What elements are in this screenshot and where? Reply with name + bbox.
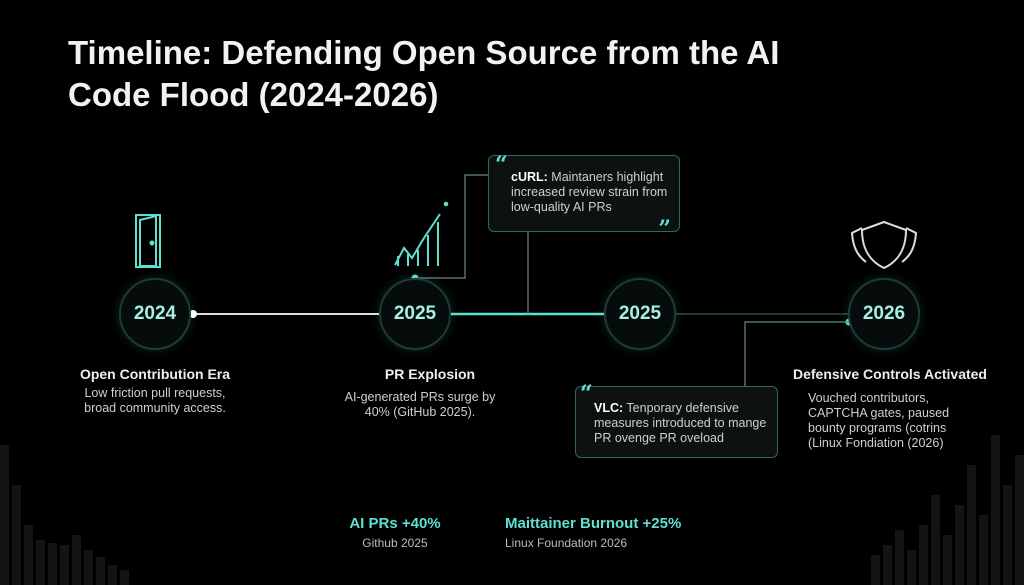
callout-text: Tenporary defensive measures introduced … [594,401,767,445]
shield-icon [850,220,918,270]
quote-open-icon: “ [495,152,508,178]
stat-value: Maittainer Burnout +25% [505,515,682,532]
stat-maintainer-burnout: Maittainer Burnout +25% Linux Foundation… [505,515,715,550]
timeline-node-2024: 2024 [119,278,191,350]
decorative-bars-right [871,435,1024,585]
stat-ai-prs: AI PRs +40% Github 2025 [330,515,460,550]
callout-curl: “ cURL: Maintaners highlight increased r… [488,152,680,240]
stat-source: Github 2025 [362,536,428,550]
timeline-node-2025-a: 2025 [379,278,451,350]
milestone-description: AI-generated PRs surge by 40% (GitHub 20… [344,390,496,419]
callout-source: cURL: [511,170,548,184]
quote-open-icon: “ [580,381,593,407]
growth-chart-icon [394,201,449,266]
milestone-heading: Defensive Controls Activated [793,366,987,382]
milestone-heading: Open Contribution Era [79,366,231,382]
milestone-description: Vouched contributors, CAPTCHA gates, pau… [808,391,950,450]
milestone-description: Low friction pull requests, broad commun… [84,386,226,415]
callout-text: Maintaners highlight increased review st… [511,170,668,214]
quote-close-icon: ” [658,216,671,242]
page-title: Timeline: Defending Open Source from the… [68,34,780,113]
timeline-node-2025-b: 2025 [604,278,676,350]
stat-source: Linux Foundation 2026 [505,536,628,550]
decorative-bars-left [0,445,129,585]
callout-vlc: “ VLC: Tenporary defensive measures intr… [575,381,778,458]
callout-source: VLC: [594,401,624,415]
stat-value: AI PRs +40% [349,515,441,532]
timeline-node-2026: 2026 [848,278,920,350]
door-icon [135,214,161,268]
milestone-heading: PR Explosion [384,366,476,382]
